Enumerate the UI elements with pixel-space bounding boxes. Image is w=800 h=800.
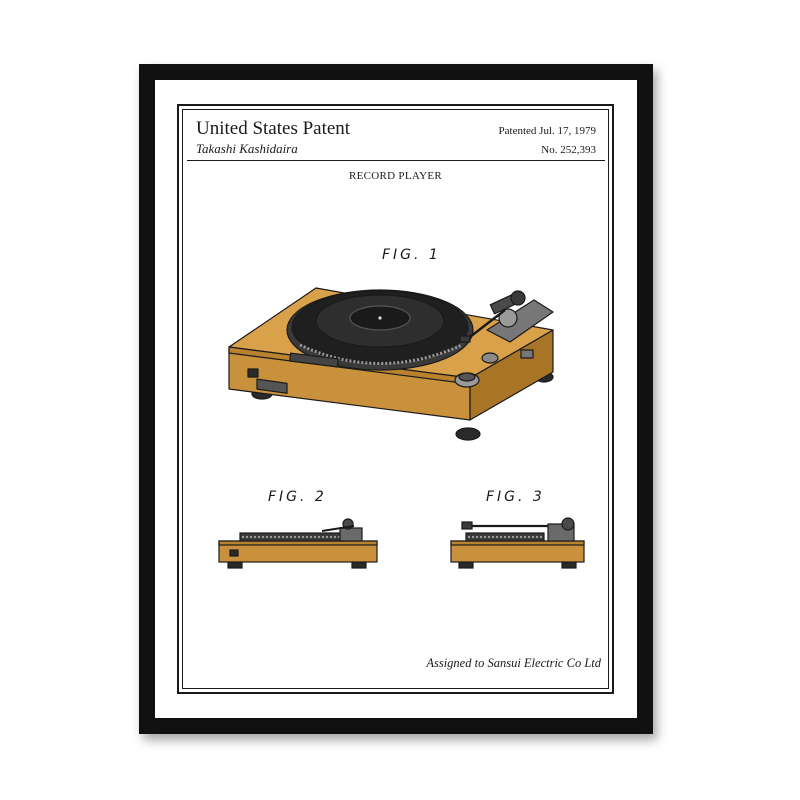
header-divider xyxy=(187,160,605,161)
patent-number: No. 252,393 xyxy=(541,144,596,156)
turntable-side-illustration-rear xyxy=(450,517,585,569)
patent-subject: RECORD PLAYER xyxy=(348,170,443,182)
figure-2-label: FIG. 2 xyxy=(268,489,327,505)
border-outer xyxy=(177,104,614,694)
figure-3-label: FIG. 3 xyxy=(486,489,545,505)
turntable-illustration xyxy=(228,287,554,441)
patent-date: Patented Jul. 17, 1979 xyxy=(498,125,596,137)
inventor-name: Takashi Kashidaira xyxy=(196,141,298,156)
border-inner xyxy=(182,109,609,689)
turntable-side-illustration xyxy=(218,518,378,569)
patent-title: United States Patent xyxy=(196,118,351,139)
assignee-text: Assigned to Sansui Electric Co Ltd xyxy=(426,656,601,670)
figure-1-label: FIG. 1 xyxy=(382,247,441,263)
